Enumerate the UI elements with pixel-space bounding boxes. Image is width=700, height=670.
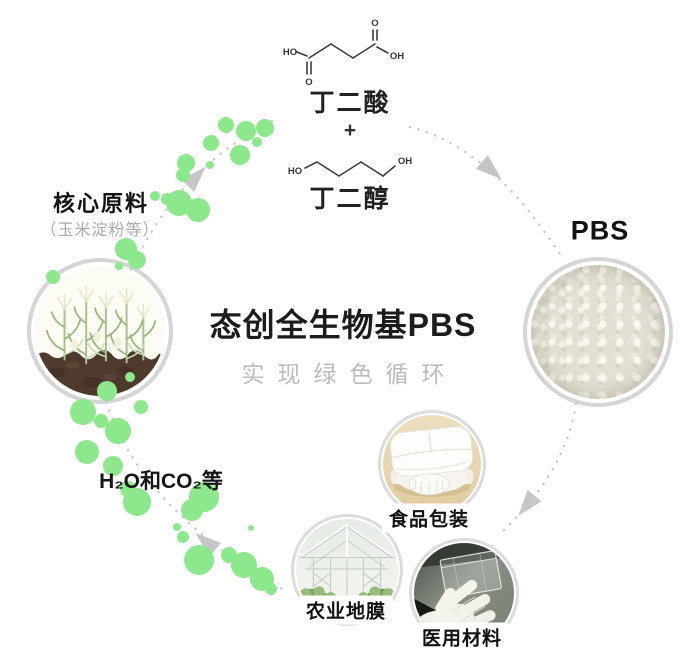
atom-oh: OH: [398, 156, 412, 167]
arrow-down-to-pbs-icon: [476, 155, 502, 180]
raw-material-note: （玉米淀粉等）: [40, 222, 160, 239]
clear-container: [439, 550, 502, 599]
atom-oh: OH: [390, 51, 404, 62]
succinic-acid-label: 丁二酸: [309, 89, 391, 117]
atom-ho: HO: [283, 47, 297, 58]
application-label-agricultural-film: 农业地膜: [298, 595, 394, 625]
corn-stalks: [63, 298, 145, 365]
page-subtitle: 实现绿色循环: [241, 361, 458, 387]
arc-chemicals-to-corn: [128, 119, 274, 274]
food-packaging-circle: [378, 410, 486, 518]
succinic-acid-structure: HO O OH O: [283, 18, 404, 88]
plus-sign: +: [343, 119, 357, 142]
pbs-label: PBS: [570, 215, 630, 246]
atom-o-top: O: [371, 18, 378, 29]
food-container-illustration: [383, 415, 481, 513]
atom-o-bottom: O: [305, 77, 312, 88]
arrow-down-to-applications-icon: [518, 490, 542, 516]
food-lid: [390, 426, 474, 477]
arrow-up-to-chemicals-icon: [181, 166, 206, 192]
butanediol-label: 丁二醇: [309, 185, 391, 213]
raw-material-circle: [27, 258, 173, 404]
raw-material-label: 核心原料: [52, 191, 150, 216]
page-title: 态创全生物基PBS: [209, 307, 477, 343]
corn-leaves: [45, 306, 157, 356]
arc-chemicals-to-pbs: [408, 125, 563, 258]
corn-tassels: [56, 285, 150, 318]
application-label-food-packaging: 食品包装: [381, 503, 477, 533]
corn-plants-illustration: [35, 266, 165, 396]
arc-pbs-to-applications: [498, 402, 578, 536]
soil: [35, 349, 165, 396]
application-label-medical-materials: 医用材料: [414, 622, 510, 652]
butanediol-structure: HO OH: [288, 156, 412, 177]
arrow-up-to-h2o-icon: [195, 533, 221, 557]
atom-ho: HO: [288, 166, 302, 177]
pbs-pellets-circle: [523, 257, 673, 407]
pbs-pellets-photo: [531, 265, 665, 399]
degradation-label: H₂O和CO₂等: [99, 470, 223, 493]
